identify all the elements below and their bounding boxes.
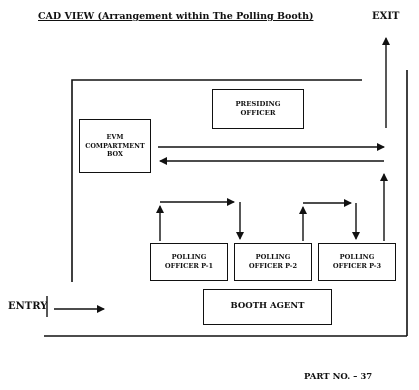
evm-line-3: BOX [107,150,123,159]
diagram-title: CAD VIEW (Arrangement within The Polling… [38,11,314,22]
booth-agent-box: BOOTH AGENT [203,289,332,325]
evm-compartment-box: EVM COMPARTMENT BOX [79,119,151,173]
presiding-line-1: PRESIDING [235,99,281,108]
p2-line-1: POLLING [255,253,291,262]
evm-line-1: EVM [106,133,124,142]
p2-line-2: OFFICER P-2 [248,262,298,270]
polling-officer-p3-box: POLLING OFFICER P-3 [318,243,396,281]
presiding-line-2: OFFICER [240,109,276,117]
exit-label: EXIT [372,11,400,22]
p1-line-2: OFFICER P-1 [164,262,214,270]
p1-line-1: POLLING [171,253,207,262]
part-number: PART NO. – 37 [304,372,373,382]
evm-line-2: COMPARTMENT [85,141,145,150]
p3-line-1: POLLING [339,253,375,262]
polling-officer-p1-box: POLLING OFFICER P-1 [150,243,228,281]
booth-wall-left-top [71,79,362,282]
p3-line-2: OFFICER P-3 [332,262,382,270]
booth-agent-label: BOOTH AGENT [230,301,305,312]
polling-officer-p2-box: POLLING OFFICER P-2 [234,243,312,281]
presiding-officer-box: PRESIDING OFFICER [212,89,304,129]
entry-label: ENTRY [8,301,48,312]
